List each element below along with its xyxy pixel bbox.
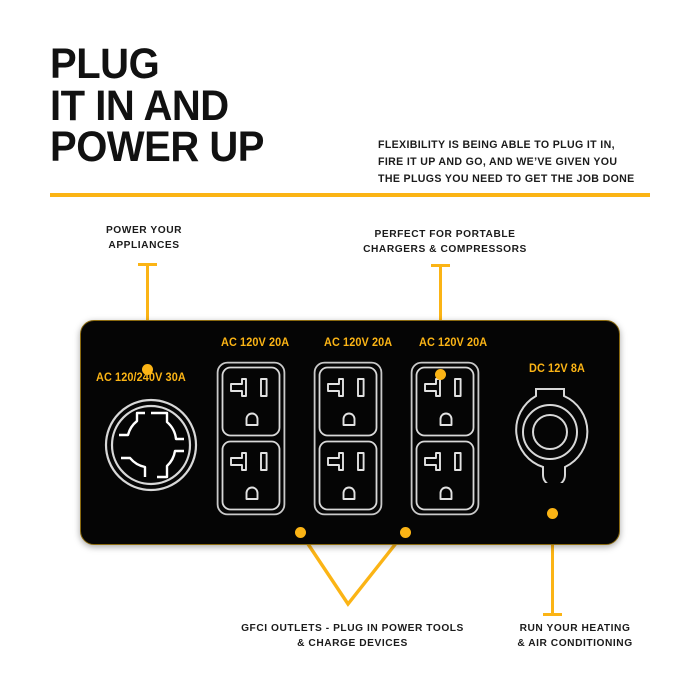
outlet-label-dc-12v-8a: DC 12V 8A <box>529 361 585 375</box>
outlet-label-ac-120v-20a-2: AC 120V 20A <box>324 335 393 349</box>
leader-dot-gfci-right <box>400 527 411 538</box>
twist-lock-outlet-icon[interactable] <box>101 395 201 495</box>
leader-tick-hvac <box>543 613 562 616</box>
headline-line-3: Power Up <box>50 123 265 172</box>
page-title: Plug It In and Power Up <box>50 40 366 172</box>
outlet-label-ac-120v-20a-1: AC 120V 20A <box>221 335 290 349</box>
leader-dot-appliances <box>142 364 153 375</box>
leader-dot-hvac <box>547 508 558 519</box>
leader-dot-chargers <box>435 369 446 380</box>
callout-gfci-line-1: GFCI Outlets - Plug in Power Tools <box>241 623 464 634</box>
duplex-outlet-group-3[interactable] <box>410 361 480 516</box>
callout-appliances-line-2: Appliances <box>108 239 180 251</box>
callout-chargers-line-1: Perfect for Portable <box>374 229 516 240</box>
generator-outlet-panel: AC 120/240V 30A AC 120V 20A AC 120V 20A … <box>80 320 620 545</box>
intro-line-3: the plugs you need to get the job done <box>378 173 635 186</box>
callout-hvac-line-1: Run Your Heating <box>519 623 631 634</box>
callout-gfci-line-2: & Charge Devices <box>297 637 408 649</box>
callout-heating-air-conditioning: Run Your Heating & Air Conditioning <box>477 622 673 652</box>
leader-line-appliances <box>146 263 149 371</box>
intro-paragraph: Flexibility is being able to plug it in,… <box>378 137 658 188</box>
duplex-outlet-group-2[interactable] <box>313 361 383 516</box>
leader-dot-gfci-left <box>295 527 306 538</box>
headline-line-1: Plug <box>50 40 160 88</box>
intro-line-2: fire it up and go, and we’ve given you <box>378 156 618 169</box>
callout-appliances-line-1: Power Your <box>105 225 183 236</box>
duplex-outlet-group-1[interactable] <box>216 361 286 516</box>
headline-line-2: It In and <box>50 81 229 130</box>
outlet-label-ac-120v-20a-3: AC 120V 20A <box>419 335 488 349</box>
intro-line-1: Flexibility is being able to plug it in, <box>378 139 615 151</box>
accent-divider <box>50 193 650 197</box>
callout-power-your-appliances: Power Your Appliances <box>44 224 244 254</box>
callout-chargers-line-2: Chargers & Compressors <box>363 243 527 255</box>
callout-hvac-line-2: & Air Conditioning <box>517 637 633 649</box>
callout-portable-chargers: Perfect for Portable Chargers & Compress… <box>345 228 545 258</box>
callout-gfci-outlets: GFCI Outlets - Plug in Power Tools & Cha… <box>215 622 490 652</box>
outlet-label-ac-120-240v-30a: AC 120/240V 30A <box>96 370 186 384</box>
leader-line-hvac <box>551 512 554 616</box>
dc-12v-socket-icon[interactable] <box>506 383 602 483</box>
